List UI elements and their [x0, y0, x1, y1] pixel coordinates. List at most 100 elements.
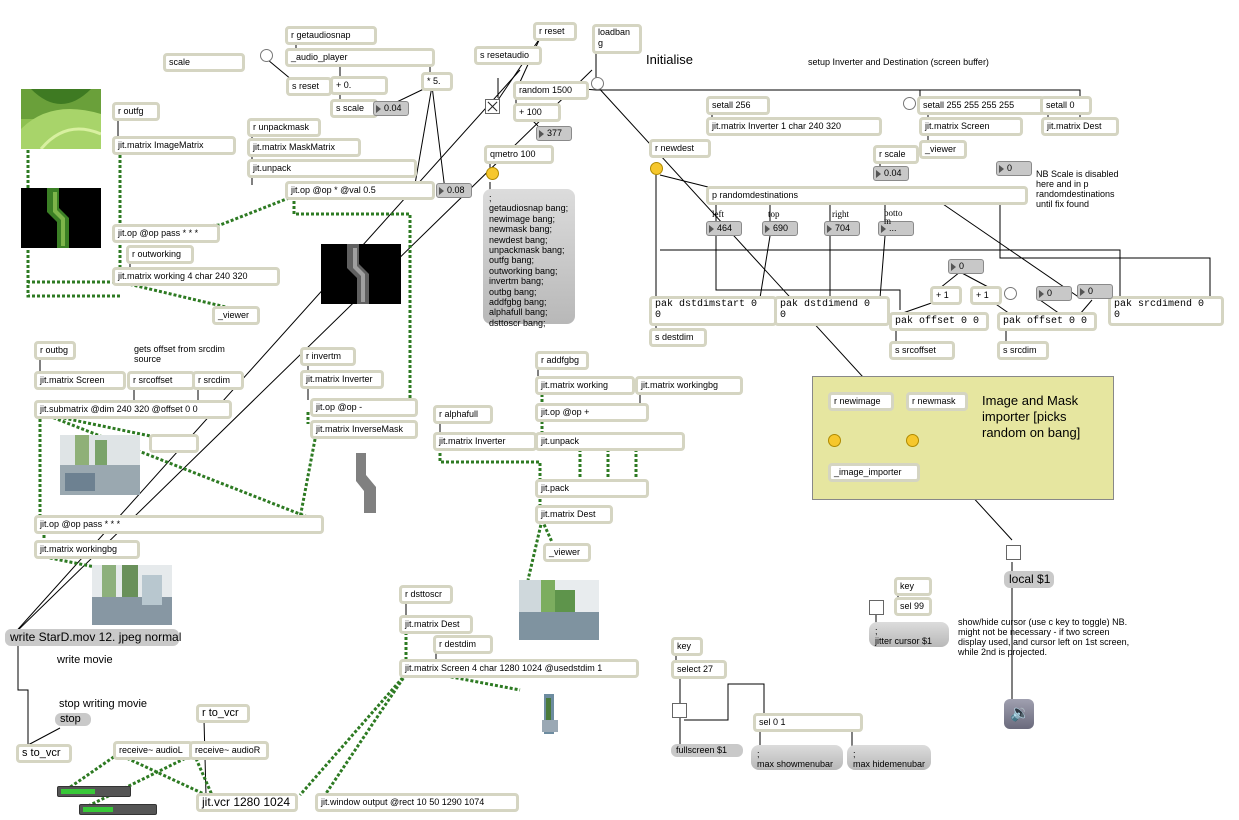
number-box-bottom[interactable]: ...: [878, 221, 914, 236]
viewer-object-3[interactable]: [149, 434, 199, 453]
r-unpackmask-object[interactable]: r unpackmask: [247, 118, 321, 137]
number-box-offset[interactable]: 0: [948, 259, 984, 274]
jit-matrix-imagematrix-object[interactable]: jit.matrix ImageMatrix: [112, 136, 236, 155]
jitter-cursor-message[interactable]: ; jitter cursor $1: [869, 622, 949, 647]
jit-matrix-inversemask-object[interactable]: jit.matrix InverseMask: [310, 420, 418, 439]
jit-matrix-inverter-object-2[interactable]: jit.matrix Inverter: [300, 370, 384, 389]
viewer-object-2[interactable]: _viewer: [919, 140, 967, 159]
sel-99-object[interactable]: sel 99: [894, 597, 932, 616]
bang-setall[interactable]: [903, 97, 916, 110]
jit-matrix-screen-object-2[interactable]: jit.matrix Screen: [34, 371, 126, 390]
r-outbg-object[interactable]: r outbg: [34, 341, 76, 360]
jit-matrix-workingbg-object[interactable]: jit.matrix workingbg: [635, 376, 743, 395]
jit-matrix-workingbg-object-2[interactable]: jit.matrix workingbg: [34, 540, 140, 559]
random-1500-object[interactable]: random 1500: [513, 81, 589, 100]
bang-newimage[interactable]: [828, 434, 841, 447]
bang-loadbang[interactable]: [591, 77, 604, 90]
jit-op-pass-object-2[interactable]: jit.op @op pass * * *: [34, 515, 324, 534]
pak-offset-object-1[interactable]: pak offset 0 0: [889, 312, 989, 331]
write-movie-message[interactable]: write StarD.mov 12. jpeg normal: [5, 629, 181, 646]
r-invertm-object[interactable]: r invertm: [300, 347, 356, 366]
sel-0-1-object[interactable]: sel 0 1: [753, 713, 863, 732]
toggle-cursor[interactable]: [869, 600, 884, 615]
jit-op-plus-object[interactable]: jit.op @op +: [535, 403, 649, 422]
r-getaudiosnap-object[interactable]: r getaudiosnap: [285, 26, 377, 45]
s-to-vcr-object[interactable]: s to_vcr: [16, 744, 72, 763]
r-newimage-object[interactable]: r newimage: [828, 392, 894, 411]
receive-audior-object[interactable]: receive~ audioR: [189, 741, 269, 760]
number-box-metro[interactable]: 377: [536, 126, 572, 141]
s-srcdim-object[interactable]: s srcdim: [997, 341, 1049, 360]
number-box-r-scale[interactable]: 0.04: [873, 166, 909, 181]
jit-matrix-screen-object-1[interactable]: jit.matrix Screen: [919, 117, 1023, 136]
jit-op-pass-object-1[interactable]: jit.op @op pass * * *: [112, 224, 220, 243]
plus-100-object[interactable]: + 100: [513, 103, 561, 122]
audio-player-object[interactable]: _audio_player: [285, 48, 435, 67]
key-object-2[interactable]: key: [894, 577, 932, 596]
jit-matrix-screen-big-object[interactable]: jit.matrix Screen 4 char 1280 1024 @used…: [399, 659, 639, 678]
jit-op-val-object[interactable]: jit.op @op * @val 0.5: [285, 181, 435, 200]
jit-matrix-dest-object-3[interactable]: jit.matrix Dest: [399, 615, 473, 634]
speaker-icon[interactable]: [1004, 699, 1034, 729]
jit-pack-object[interactable]: jit.pack: [535, 479, 649, 498]
key-object-1[interactable]: key: [671, 637, 703, 656]
jit-submatrix-object[interactable]: jit.submatrix @dim 240 320 @offset 0 0: [34, 400, 232, 419]
setall-256-message[interactable]: setall 256: [706, 96, 770, 115]
s-reset-object[interactable]: s reset: [286, 77, 332, 96]
s-destdim-object[interactable]: s destdim: [649, 328, 707, 347]
bang-reset[interactable]: [260, 49, 273, 62]
toggle-metro[interactable]: [485, 99, 500, 114]
bang-srcdim[interactable]: [1004, 287, 1017, 300]
s-srcoffset-object[interactable]: s srcoffset: [889, 341, 955, 360]
bang-newdest[interactable]: [650, 162, 663, 175]
jit-unpack-object-2[interactable]: jit.unpack: [535, 432, 685, 451]
r-outfg-object[interactable]: r outfg: [112, 102, 160, 121]
pak-srcdimend-object[interactable]: pak srcdimend 0 0: [1108, 296, 1224, 326]
jit-vcr-object[interactable]: jit.vcr 1280 1024: [196, 793, 298, 812]
r-srcoffset-object[interactable]: r srcoffset: [127, 371, 195, 390]
setall-0-message[interactable]: setall 0: [1040, 96, 1092, 115]
r-outworking-object[interactable]: r outworking: [126, 245, 194, 264]
r-to-vcr-object[interactable]: r to_vcr: [196, 704, 250, 723]
plus-0-object[interactable]: + 0.: [330, 76, 388, 95]
viewer-object-4[interactable]: _viewer: [543, 543, 591, 562]
multiply-5-object[interactable]: * 5.: [421, 72, 453, 91]
jit-op-minus-object[interactable]: jit.op @op -: [310, 398, 418, 417]
bang-newmask[interactable]: [906, 434, 919, 447]
number-box-right[interactable]: 704: [824, 221, 860, 236]
jit-matrix-dest-object-2[interactable]: jit.matrix Dest: [535, 505, 613, 524]
number-box-srcy[interactable]: 0: [1077, 284, 1113, 299]
viewer-object-1[interactable]: _viewer: [212, 306, 260, 325]
jit-matrix-working-4-object[interactable]: jit.matrix working 4 char 240 320: [112, 267, 280, 286]
pak-dstdimstart-object[interactable]: pak dstdimstart 0 0: [649, 296, 777, 326]
r-addfgbg-object[interactable]: r addfgbg: [535, 351, 589, 370]
r-dsttoscr-object[interactable]: r dsttoscr: [399, 585, 453, 604]
number-box-scale[interactable]: 0.04: [373, 101, 409, 116]
plus-1-object-a[interactable]: + 1: [930, 286, 962, 305]
pak-offset-object-2[interactable]: pak offset 0 0: [997, 312, 1097, 331]
toggle-local[interactable]: [1006, 545, 1021, 560]
loadbang-object[interactable]: loadban g: [592, 24, 642, 54]
jit-matrix-inverter-object-3[interactable]: jit.matrix Inverter: [433, 432, 537, 451]
bang-qmetro[interactable]: [486, 167, 499, 180]
receive-audiol-object[interactable]: receive~ audioL: [113, 741, 193, 760]
fullscreen-message[interactable]: fullscreen $1: [671, 744, 743, 757]
qmetro-object[interactable]: qmetro 100: [484, 145, 554, 164]
r-newmask-object[interactable]: r newmask: [906, 392, 968, 411]
number-box-srcx[interactable]: 0: [1036, 286, 1072, 301]
hidemenubar-message[interactable]: ; max hidemenubar: [847, 745, 931, 770]
jit-unpack-object-1[interactable]: jit.unpack: [247, 159, 417, 178]
jit-window-object[interactable]: jit.window output @rect 10 50 1290 1074: [315, 793, 519, 812]
number-box-top[interactable]: 690: [762, 221, 798, 236]
r-scale-object[interactable]: r scale: [873, 145, 919, 164]
toggle-fullscreen[interactable]: [672, 703, 687, 718]
plus-1-object-b[interactable]: + 1: [970, 286, 1002, 305]
pak-dstdimend-object[interactable]: pak dstdimend 0 0: [774, 296, 890, 326]
number-box-left[interactable]: 464: [706, 221, 742, 236]
local-message[interactable]: local $1: [1004, 571, 1054, 588]
jit-matrix-inverter-object-1[interactable]: jit.matrix Inverter 1 char 240 320: [706, 117, 882, 136]
image-importer-object[interactable]: _image_importer: [828, 463, 920, 482]
setall-255-message[interactable]: setall 255 255 255 255: [917, 96, 1045, 115]
s-scale-object[interactable]: s scale: [330, 99, 378, 118]
r-srcdim-object[interactable]: r srcdim: [192, 371, 244, 390]
